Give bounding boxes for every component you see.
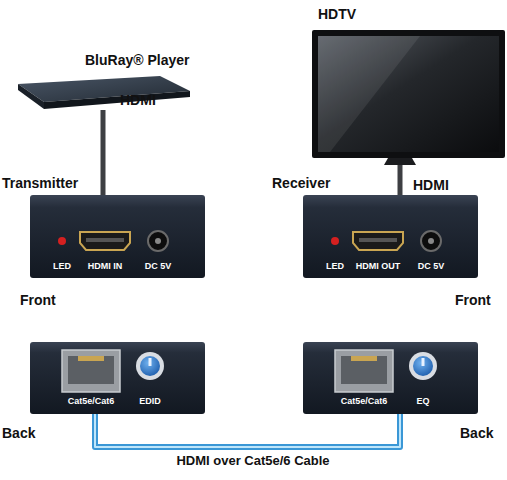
transmitter-front (30, 195, 205, 278)
led-light (58, 237, 66, 245)
dial-pointer (149, 358, 152, 366)
dial-ring (409, 352, 437, 380)
tv-glare (318, 36, 420, 152)
rj45-port (335, 350, 393, 392)
rotary-dial (413, 356, 433, 376)
part-heading: Front (20, 292, 56, 308)
dc-pin (155, 238, 161, 244)
rj45-contacts (351, 356, 377, 361)
port-label: DC 5V (418, 261, 445, 271)
cable-label: HDMI over Cat5e/6 Cable (176, 454, 329, 469)
hdmi-pins (86, 238, 124, 242)
device-box: Cat5e/Cat6EDIDBack (30, 342, 205, 414)
hdmi-port (80, 232, 130, 250)
cable-line (398, 165, 403, 195)
led-light (331, 237, 339, 245)
cable-line (101, 110, 106, 195)
rotary-dial (140, 356, 160, 376)
dc-jack (148, 231, 168, 251)
device-box: TransmitterLEDHDMI INDC 5VFront (30, 195, 205, 278)
rj45-socket (68, 356, 114, 384)
rj45-contacts (78, 356, 104, 361)
receiver-front (303, 195, 478, 278)
port-label: Cat5e/Cat6 (341, 396, 388, 406)
port-label: DC 5V (145, 261, 172, 271)
device-housing (303, 342, 478, 414)
cat-cable (95, 414, 400, 447)
port-label: HDMI OUT (356, 261, 401, 271)
transmitter-back (30, 342, 205, 414)
player-front (44, 91, 190, 109)
dc-pin (428, 238, 434, 244)
player-side (18, 84, 44, 109)
device-housing (30, 342, 205, 414)
hdtv-set (312, 30, 505, 165)
part-heading: Receiver (272, 175, 330, 191)
part-heading: BluRay® Player (85, 52, 189, 68)
bluray-player (18, 76, 190, 109)
cable-core (95, 414, 400, 447)
part-heading: HDTV (318, 6, 356, 22)
cable-label: HDMI (120, 92, 156, 108)
port-label: EDID (139, 396, 161, 406)
cable-label: HDMI (413, 177, 449, 193)
hdmi-cable (400, 165, 401, 195)
rj45-socket (341, 356, 387, 384)
part-heading: Transmitter (2, 175, 78, 191)
dial-ring (136, 352, 164, 380)
port-label: LED (326, 261, 344, 271)
device-box: ReceiverLEDHDMI OUTDC 5VFront (303, 195, 478, 278)
device-housing (303, 195, 478, 278)
device-housing (30, 195, 205, 278)
dc-jack (421, 231, 441, 251)
rj45-port (62, 350, 120, 392)
part-heading: Back (460, 425, 493, 441)
part-heading: Back (2, 425, 35, 441)
hdmi-port (353, 232, 403, 250)
tv-stand (384, 158, 416, 165)
dial-pointer (422, 358, 425, 366)
tv-screen (318, 36, 499, 152)
device-box: HDTV (312, 28, 505, 165)
device-box: BluRay® Player (18, 76, 190, 110)
tv-bezel (312, 30, 505, 158)
receiver-back (303, 342, 478, 414)
port-label: LED (53, 261, 71, 271)
port-label: Cat5e/Cat6 (68, 396, 115, 406)
hdmi-cable (103, 110, 104, 195)
device-box: Cat5e/Cat6EQBack (303, 342, 478, 414)
cable-sheath (95, 414, 400, 447)
hdmi-pins (359, 238, 397, 242)
part-heading: Front (455, 292, 491, 308)
port-label: EQ (416, 396, 429, 406)
port-label: HDMI IN (88, 261, 123, 271)
